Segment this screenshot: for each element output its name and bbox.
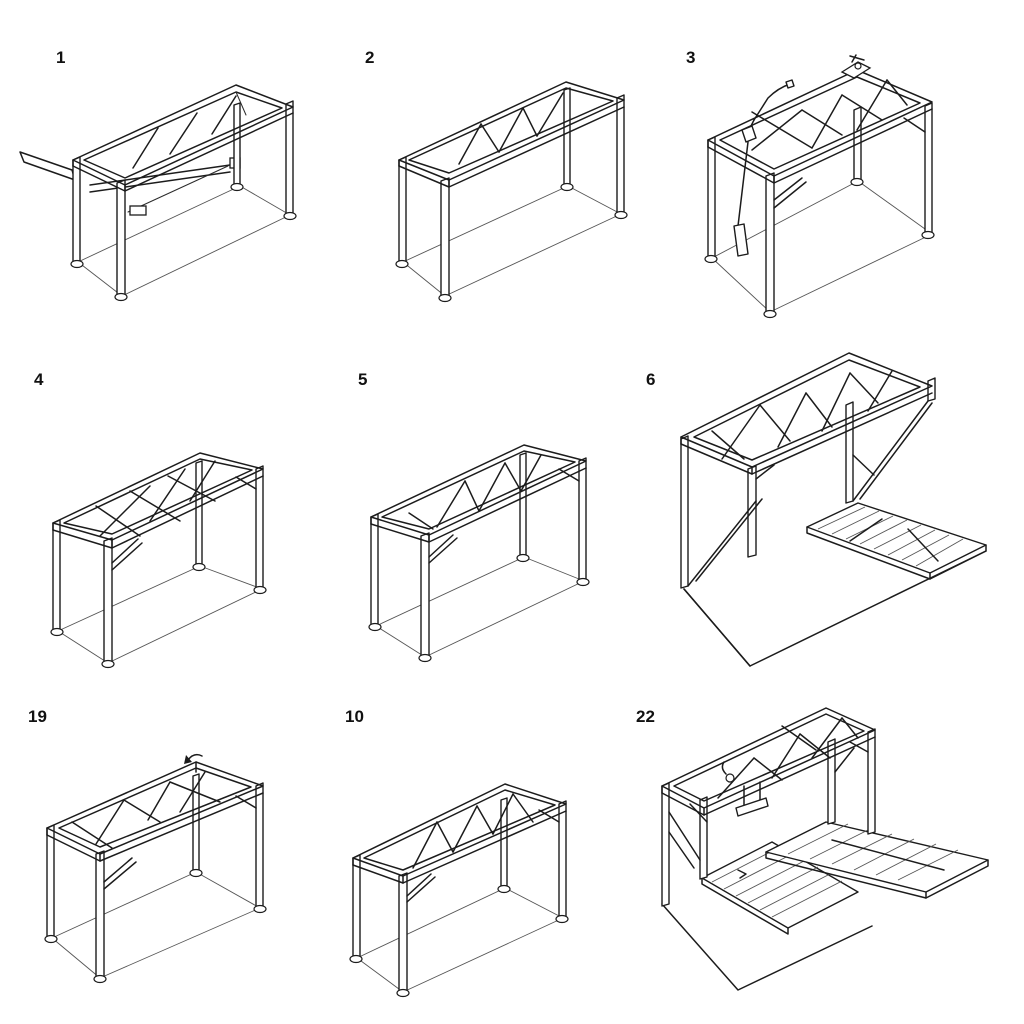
legs xyxy=(370,452,587,659)
hanging-bracket xyxy=(721,761,769,817)
top-frame xyxy=(398,81,625,188)
diagonal-supports xyxy=(103,795,257,890)
top-frame xyxy=(52,452,264,549)
legs xyxy=(52,460,264,665)
top-frame xyxy=(661,707,876,816)
foot-pads xyxy=(50,562,267,669)
step-6-panel: 6 xyxy=(646,341,1023,677)
floor-guide-lines xyxy=(57,565,263,664)
step-22-panel: 22 xyxy=(636,682,1023,1018)
step-2-panel: 2 xyxy=(341,0,682,336)
top-frame xyxy=(46,761,264,862)
top-clamp xyxy=(840,54,872,79)
step-number: 3 xyxy=(686,48,696,67)
top-frame xyxy=(352,783,567,884)
diagonal-supports xyxy=(111,476,257,571)
step-6-frame-illustration xyxy=(680,352,987,667)
step-5-panel: 5 xyxy=(341,341,682,677)
step-3-frame-illustration xyxy=(704,54,935,319)
step-2-frame-illustration xyxy=(395,81,628,303)
step-10-frame-illustration xyxy=(349,783,569,998)
top-frame xyxy=(680,352,933,475)
legs xyxy=(398,87,625,299)
top-frame xyxy=(707,69,933,184)
foot-pads xyxy=(70,182,297,302)
floor-plate xyxy=(683,550,987,667)
rotation-arrow-icon xyxy=(184,753,203,773)
diagonal-supports xyxy=(773,117,926,209)
step-19-frame-illustration xyxy=(44,753,267,984)
step-number: 10 xyxy=(345,707,364,726)
floor-guide-lines xyxy=(402,185,622,297)
top-frame xyxy=(72,84,294,192)
diagonal-supports xyxy=(406,809,560,903)
step-number: 6 xyxy=(646,370,656,389)
deck-panel xyxy=(806,502,987,580)
foot-pads xyxy=(704,177,935,319)
step-1-frame-illustration xyxy=(19,84,297,302)
foot-pads xyxy=(368,553,590,663)
cross-braces xyxy=(412,793,534,869)
legs xyxy=(46,773,264,980)
deck-panel-front xyxy=(701,841,859,935)
step-number: 4 xyxy=(34,370,44,389)
step-19-panel: 19 xyxy=(0,682,341,1018)
diagonal-supports xyxy=(428,468,580,564)
diagonal-supports xyxy=(687,400,933,587)
step-number: 1 xyxy=(56,48,66,67)
cross-braces xyxy=(711,370,893,460)
cross-braces xyxy=(95,460,216,537)
floor-guide-lines xyxy=(51,871,261,979)
step-22-frame-illustration xyxy=(661,707,989,991)
cross-braces xyxy=(751,79,908,151)
step-4-panel: 4 xyxy=(0,341,341,677)
deck-panel-rear xyxy=(765,821,989,899)
step-number: 22 xyxy=(636,707,655,726)
hanging-tool xyxy=(733,79,795,257)
floor-guide-lines xyxy=(375,556,585,658)
step-3-panel: 3 xyxy=(682,0,1023,336)
cross-braces xyxy=(132,91,247,169)
cross-braces xyxy=(408,454,542,530)
step-4-frame-illustration xyxy=(50,452,267,669)
floor-plate xyxy=(661,903,873,991)
step-5-frame-illustration xyxy=(368,444,590,663)
step-number: 19 xyxy=(28,707,47,726)
cross-braces xyxy=(71,771,221,849)
step-number: 5 xyxy=(358,370,368,389)
floor-guide-lines xyxy=(77,185,291,297)
floor-guide-lines xyxy=(356,887,564,993)
cross-braces xyxy=(717,717,859,799)
foot-pads xyxy=(349,884,569,998)
step-10-panel: 10 xyxy=(341,682,682,1018)
cross-braces xyxy=(458,92,564,165)
top-frame xyxy=(370,444,587,543)
legs xyxy=(72,100,294,299)
step-number: 2 xyxy=(365,48,375,67)
legs xyxy=(352,797,567,994)
diagonal-supports xyxy=(668,741,869,869)
foot-pads xyxy=(395,182,628,303)
foot-pads xyxy=(44,868,267,984)
step-1-panel: 1 xyxy=(0,0,341,336)
